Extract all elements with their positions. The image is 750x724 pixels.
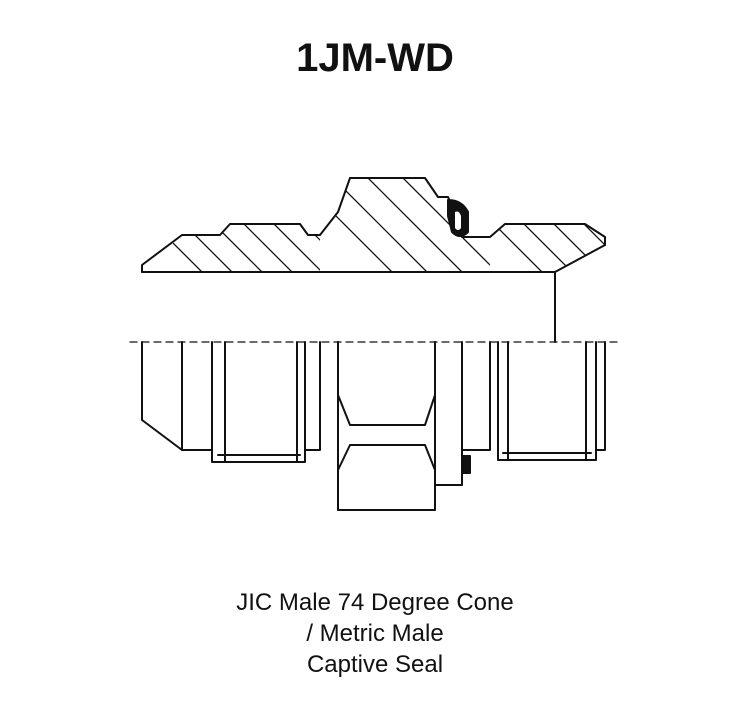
section-outline — [141, 177, 606, 273]
internal-cone-line — [554, 244, 606, 273]
fitting-description: JIC Male 74 Degree Cone / Metric Male Ca… — [0, 587, 750, 680]
left-thread-body — [211, 341, 306, 463]
hatching-hex-body — [320, 178, 490, 272]
left-jic-end — [141, 341, 183, 451]
description-line-2: / Metric Male — [306, 620, 444, 647]
hatching-right-thread — [490, 224, 605, 272]
part-number-title: 1JM-WD — [296, 36, 454, 80]
seal-stub — [461, 455, 471, 474]
hatching-left-thread — [142, 224, 320, 272]
description-line-3: Captive Seal — [306, 651, 444, 678]
right-thread-body — [497, 341, 597, 461]
description-line-1: JIC Male 74 Degree Cone — [236, 589, 514, 616]
